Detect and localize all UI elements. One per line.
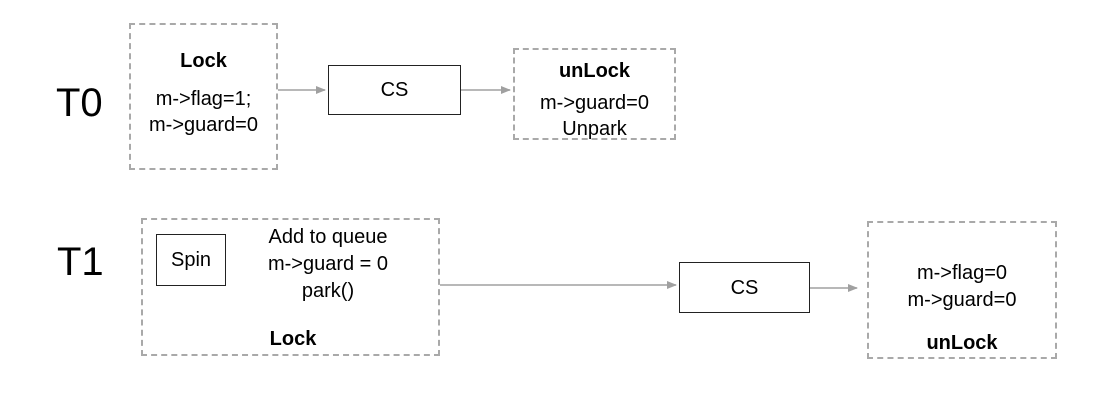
t1-lock-line2: m->guard = 0 [267,253,389,275]
t0-unlock-title: unLock [558,60,631,82]
t0-cs-label: CS [380,79,409,101]
t1-spin-label: Spin [170,249,212,271]
t0-unlock-line2: Unpark [562,118,627,140]
t1-lock-box: Spin Add to queue m->guard = 0 park() Lo… [141,218,440,356]
t0-unlock-box: unLock m->guard=0 Unpark [513,48,676,140]
t0-lock-title: Lock [180,50,227,72]
t1-unlock-title: unLock [926,332,998,354]
t0-cs-box: CS [328,65,461,115]
t1-cs-label: CS [730,276,759,299]
thread-label-t0: T0 [56,81,103,125]
thread-label-t1: T1 [57,240,104,284]
t1-lock-line3: park() [301,280,355,302]
t0-lock-box: Lock m->flag=1; m->guard=0 [129,23,278,170]
t1-cs-box: CS [679,262,810,313]
t0-lock-line2: m->guard=0 [149,114,258,136]
t0-unlock-line1: m->guard=0 [540,92,649,114]
t1-unlock-line1: m->flag=0 [916,262,1008,284]
t0-lock-line1: m->flag=1; [155,88,252,110]
t1-unlock-line2: m->guard=0 [907,289,1017,311]
t1-lock-title: Lock [269,328,317,350]
t1-spin-box: Spin [156,234,226,286]
t1-unlock-box: m->flag=0 m->guard=0 unLock [867,221,1057,359]
t1-lock-line1: Add to queue [268,226,388,248]
